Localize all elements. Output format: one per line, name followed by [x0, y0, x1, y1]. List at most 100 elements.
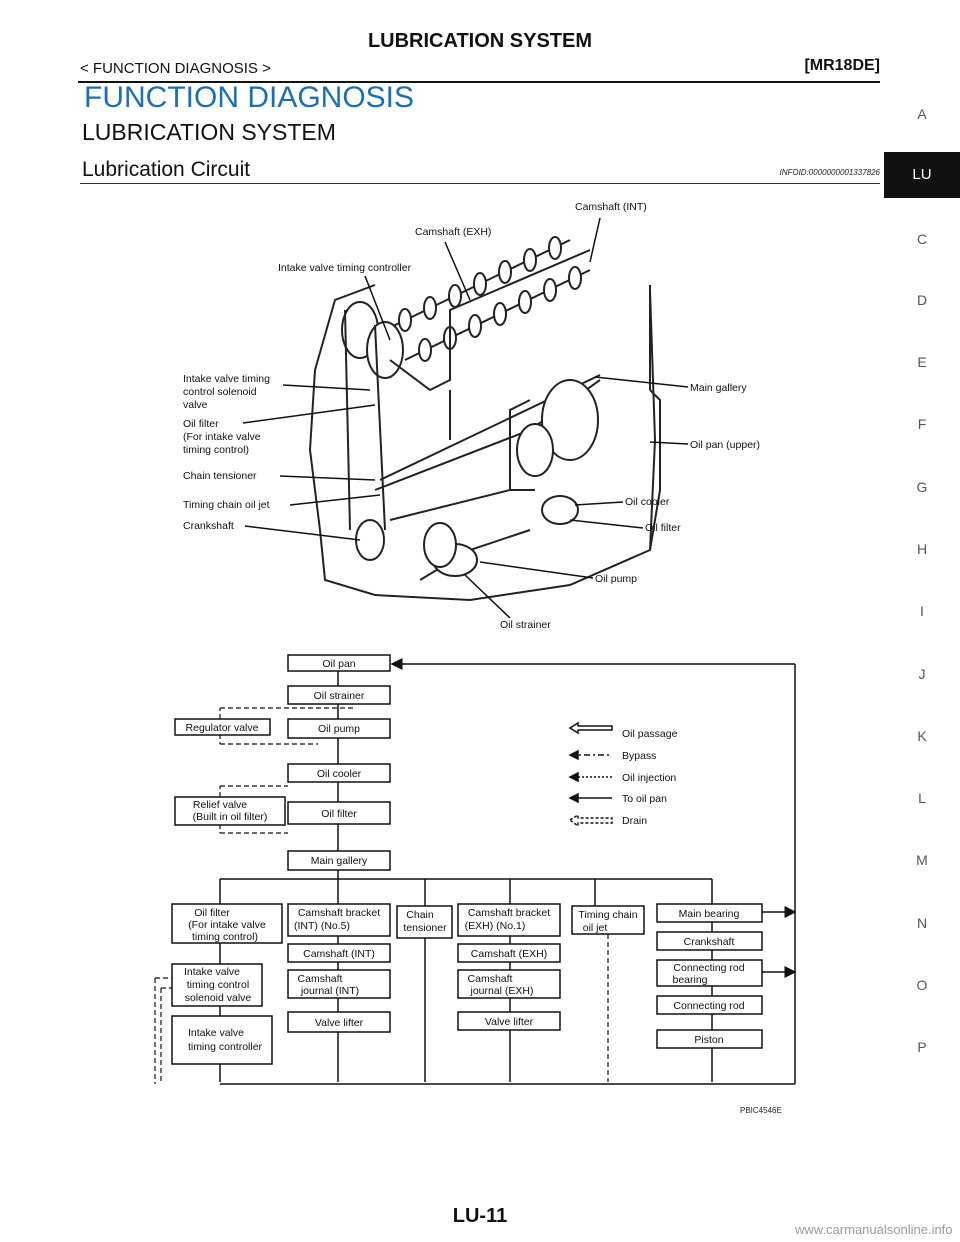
- side-tab-e[interactable]: E: [917, 354, 927, 370]
- box-relief-valve-1: Relief valve: [193, 799, 247, 811]
- engine-illustration: Camshaft (INT) Camshaft (EXH) Intake val…: [183, 201, 760, 631]
- box-main-gallery: Main gallery: [311, 855, 368, 867]
- box-oil-filter: Oil filter: [321, 808, 357, 820]
- heading-function-diagnosis: FUNCTION DIAGNOSIS: [84, 81, 415, 114]
- box-ivtc-2: timing controller: [188, 1041, 263, 1053]
- box-conrod-bearing-2: bearing: [672, 974, 707, 986]
- box-cam-journal-int-1: Camshaft: [298, 973, 343, 985]
- box-oil-filter-int-3: timing control): [192, 931, 258, 943]
- label-oil-cooler: Oil cooler: [625, 496, 670, 508]
- box-cam-journal-exh-2: journal (EXH): [469, 985, 533, 997]
- header-rule: [78, 81, 880, 83]
- box-ivtc-1: Intake valve: [188, 1027, 244, 1039]
- engine-block-outline: [308, 284, 661, 602]
- watermark: www.carmanualsonline.info: [795, 1222, 953, 1237]
- box-relief-valve-2: (Built in oil filter): [193, 811, 268, 823]
- label-oil-filter: Oil filter: [645, 522, 681, 534]
- box-solenoid-1: Intake valve: [184, 966, 240, 978]
- box-cam-journal-exh-1: Camshaft: [468, 973, 513, 985]
- engine-label: [MR18DE]: [804, 57, 880, 74]
- box-oil-pan: Oil pan: [322, 658, 355, 670]
- crank-oil-parts: [423, 379, 599, 577]
- box-cam-journal-int-2: journal (INT): [300, 985, 359, 997]
- side-tab-l[interactable]: L: [918, 790, 926, 806]
- label-camshaft-int: Camshaft (INT): [575, 201, 647, 213]
- side-tab-f[interactable]: F: [917, 416, 927, 432]
- side-tab-p[interactable]: P: [917, 1039, 927, 1055]
- box-solenoid-3: solenoid valve: [185, 992, 252, 1004]
- box-solenoid-2: timing control: [187, 979, 249, 991]
- label-oil-pan-upper: Oil pan (upper): [690, 439, 760, 451]
- label-timing-chain-oil-jet: Timing chain oil jet: [183, 499, 270, 511]
- label-oil-filter-int-2: (For intake valve: [183, 431, 261, 443]
- legend-bypass: Bypass: [622, 750, 656, 762]
- flow-legend: Oil passage Bypass Oil injection To oil …: [568, 721, 678, 828]
- box-camshaft-exh: Camshaft (EXH): [471, 948, 547, 960]
- box-cam-bracket-exh-1: Camshaft bracket: [468, 907, 550, 919]
- side-tab-m[interactable]: M: [916, 852, 928, 868]
- label-crankshaft: Crankshaft: [183, 520, 234, 532]
- label-oil-filter-int-3: timing control): [183, 444, 249, 456]
- info-id: INFOID:0000000001337826: [779, 168, 880, 177]
- box-oil-pump: Oil pump: [318, 723, 360, 735]
- box-oil-cooler: Oil cooler: [317, 768, 362, 780]
- label-oil-pump: Oil pump: [595, 573, 637, 585]
- box-cam-bracket-int-1: Camshaft bracket: [298, 907, 380, 919]
- timing-sprockets: [341, 301, 404, 561]
- box-main-bearing: Main bearing: [679, 908, 740, 920]
- box-piston: Piston: [694, 1034, 723, 1046]
- side-tab-c[interactable]: C: [916, 231, 928, 247]
- label-camshaft-exh: Camshaft (EXH): [415, 226, 491, 238]
- side-tab-n[interactable]: N: [916, 915, 928, 931]
- flow-bypass-lines: [154, 707, 609, 1084]
- box-chain-tensioner-1: Chain: [406, 909, 434, 921]
- box-oil-strainer: Oil strainer: [314, 690, 365, 702]
- side-tab-d[interactable]: D: [916, 292, 928, 308]
- legend-oil-passage: Oil passage: [622, 728, 678, 740]
- label-solenoid-3: valve: [183, 399, 208, 411]
- box-cam-bracket-int-2: (INT) (No.5): [294, 920, 350, 932]
- lubrication-flow-chart: Oil pan Oil strainer Regulator valve Oil…: [154, 654, 797, 1085]
- box-oil-filter-int-1: Oil filter: [194, 907, 230, 919]
- legend-to-oil-pan: To oil pan: [622, 793, 667, 805]
- box-valve-lifter-int: Valve lifter: [315, 1017, 364, 1029]
- section-label: < FUNCTION DIAGNOSIS >: [80, 60, 271, 77]
- side-tab-k[interactable]: K: [917, 728, 927, 744]
- box-chain-tensioner-2: tensioner: [403, 922, 447, 934]
- box-timing-chain-jet-1: Timing chain: [578, 909, 637, 921]
- label-intake-valve-timing-controller: Intake valve timing controller: [278, 262, 412, 274]
- label-oil-strainer: Oil strainer: [500, 619, 551, 631]
- subheading-rule: [80, 183, 880, 184]
- heading-lubrication-circuit: Lubrication Circuit: [82, 158, 251, 181]
- box-camshaft-int: Camshaft (INT): [303, 948, 375, 960]
- box-crankshaft: Crankshaft: [684, 936, 735, 948]
- flow-boxes: [171, 654, 763, 1065]
- figure-code: PBIC4546E: [740, 1106, 782, 1115]
- box-cam-bracket-exh-2: (EXH) (No.1): [465, 920, 526, 932]
- legend-oil-injection: Oil injection: [622, 772, 676, 784]
- legend-drain: Drain: [622, 815, 647, 827]
- side-tab-lu[interactable]: LU: [884, 152, 960, 198]
- label-oil-filter-int-1: Oil filter: [183, 418, 219, 430]
- side-tab-h[interactable]: H: [916, 541, 928, 557]
- label-solenoid-2: control solenoid: [183, 386, 257, 398]
- box-conrod-bearing-1: Connecting rod: [673, 962, 744, 974]
- leader-lines: [242, 217, 689, 619]
- box-timing-chain-jet-2: oil jet: [583, 922, 608, 934]
- box-valve-lifter-exh: Valve lifter: [485, 1016, 534, 1028]
- page-header-title: LUBRICATION SYSTEM: [367, 30, 593, 52]
- label-chain-tensioner: Chain tensioner: [183, 470, 257, 482]
- flow-connectors: [219, 658, 797, 1085]
- camshaft-exh-shape: [384, 236, 571, 332]
- page-number: LU-11: [452, 1205, 508, 1227]
- side-tab-i[interactable]: I: [920, 603, 924, 619]
- side-tab-g[interactable]: G: [916, 479, 928, 495]
- label-solenoid-1: Intake valve timing: [183, 373, 270, 385]
- box-regulator-valve: Regulator valve: [186, 722, 259, 734]
- box-connecting-rod: Connecting rod: [673, 1000, 744, 1012]
- camshaft-int-shape: [404, 266, 591, 362]
- side-tab-o[interactable]: O: [916, 977, 928, 993]
- side-tab-j[interactable]: J: [918, 666, 926, 682]
- side-tab-a[interactable]: A: [917, 106, 927, 122]
- heading-lubrication-system: LUBRICATION SYSTEM: [82, 119, 336, 145]
